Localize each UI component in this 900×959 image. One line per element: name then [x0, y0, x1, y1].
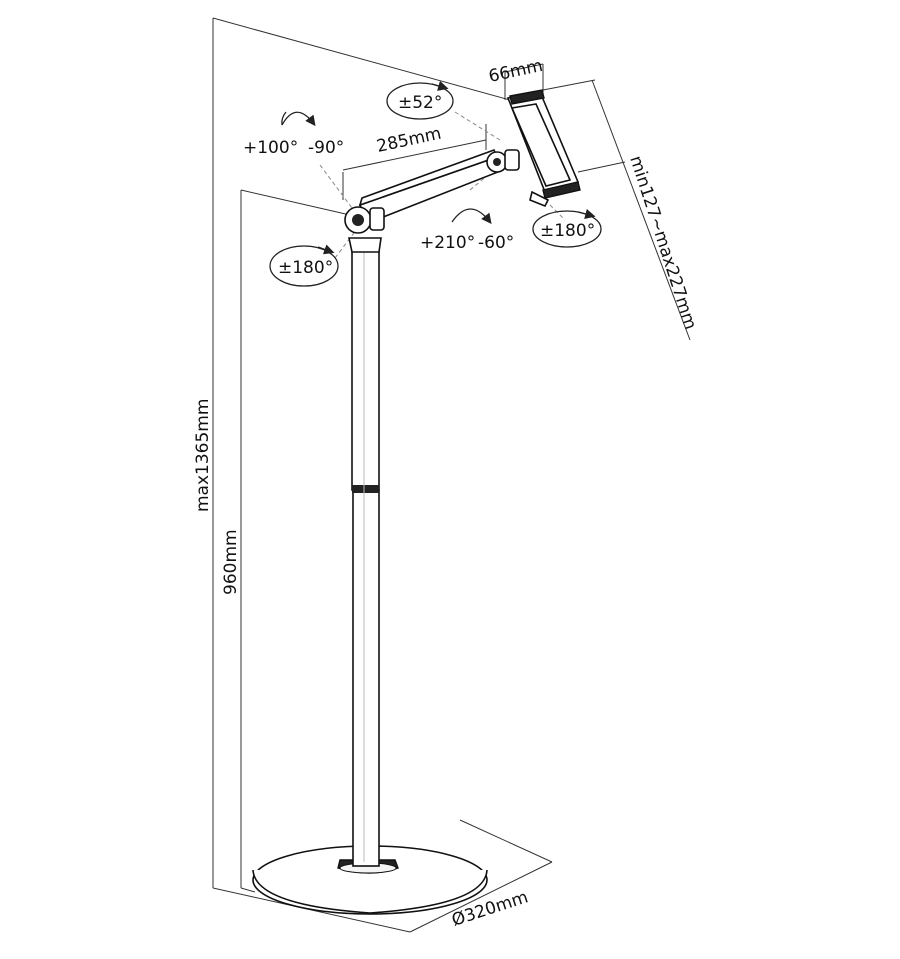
arm-length-label: 285mm — [375, 124, 443, 157]
elbow-rotation-up-label: +100° — [243, 138, 298, 158]
stand-arm — [344, 148, 520, 234]
elbow-rotation-down-label: -90° — [308, 138, 344, 158]
tilt-label: ±52° — [398, 93, 442, 113]
joint-rotation-down-label: -60° — [478, 233, 514, 253]
stand-base — [252, 845, 488, 915]
holder-rotation-label: ±180° — [540, 221, 595, 241]
joint-rotation-up-label: +210° — [420, 233, 475, 253]
pole-height-label: 960mm — [221, 529, 241, 595]
total-height-label: max1365mm — [193, 399, 213, 512]
holder-depth-label: 66mm — [487, 56, 545, 87]
holder-range-label: min127~max227mm — [625, 153, 700, 332]
base-rotation-label: ±180° — [278, 258, 333, 278]
rotation-arrows — [269, 80, 602, 287]
guide-lines — [319, 111, 566, 259]
tablet-holder — [506, 89, 581, 208]
stand-pole — [348, 237, 382, 867]
